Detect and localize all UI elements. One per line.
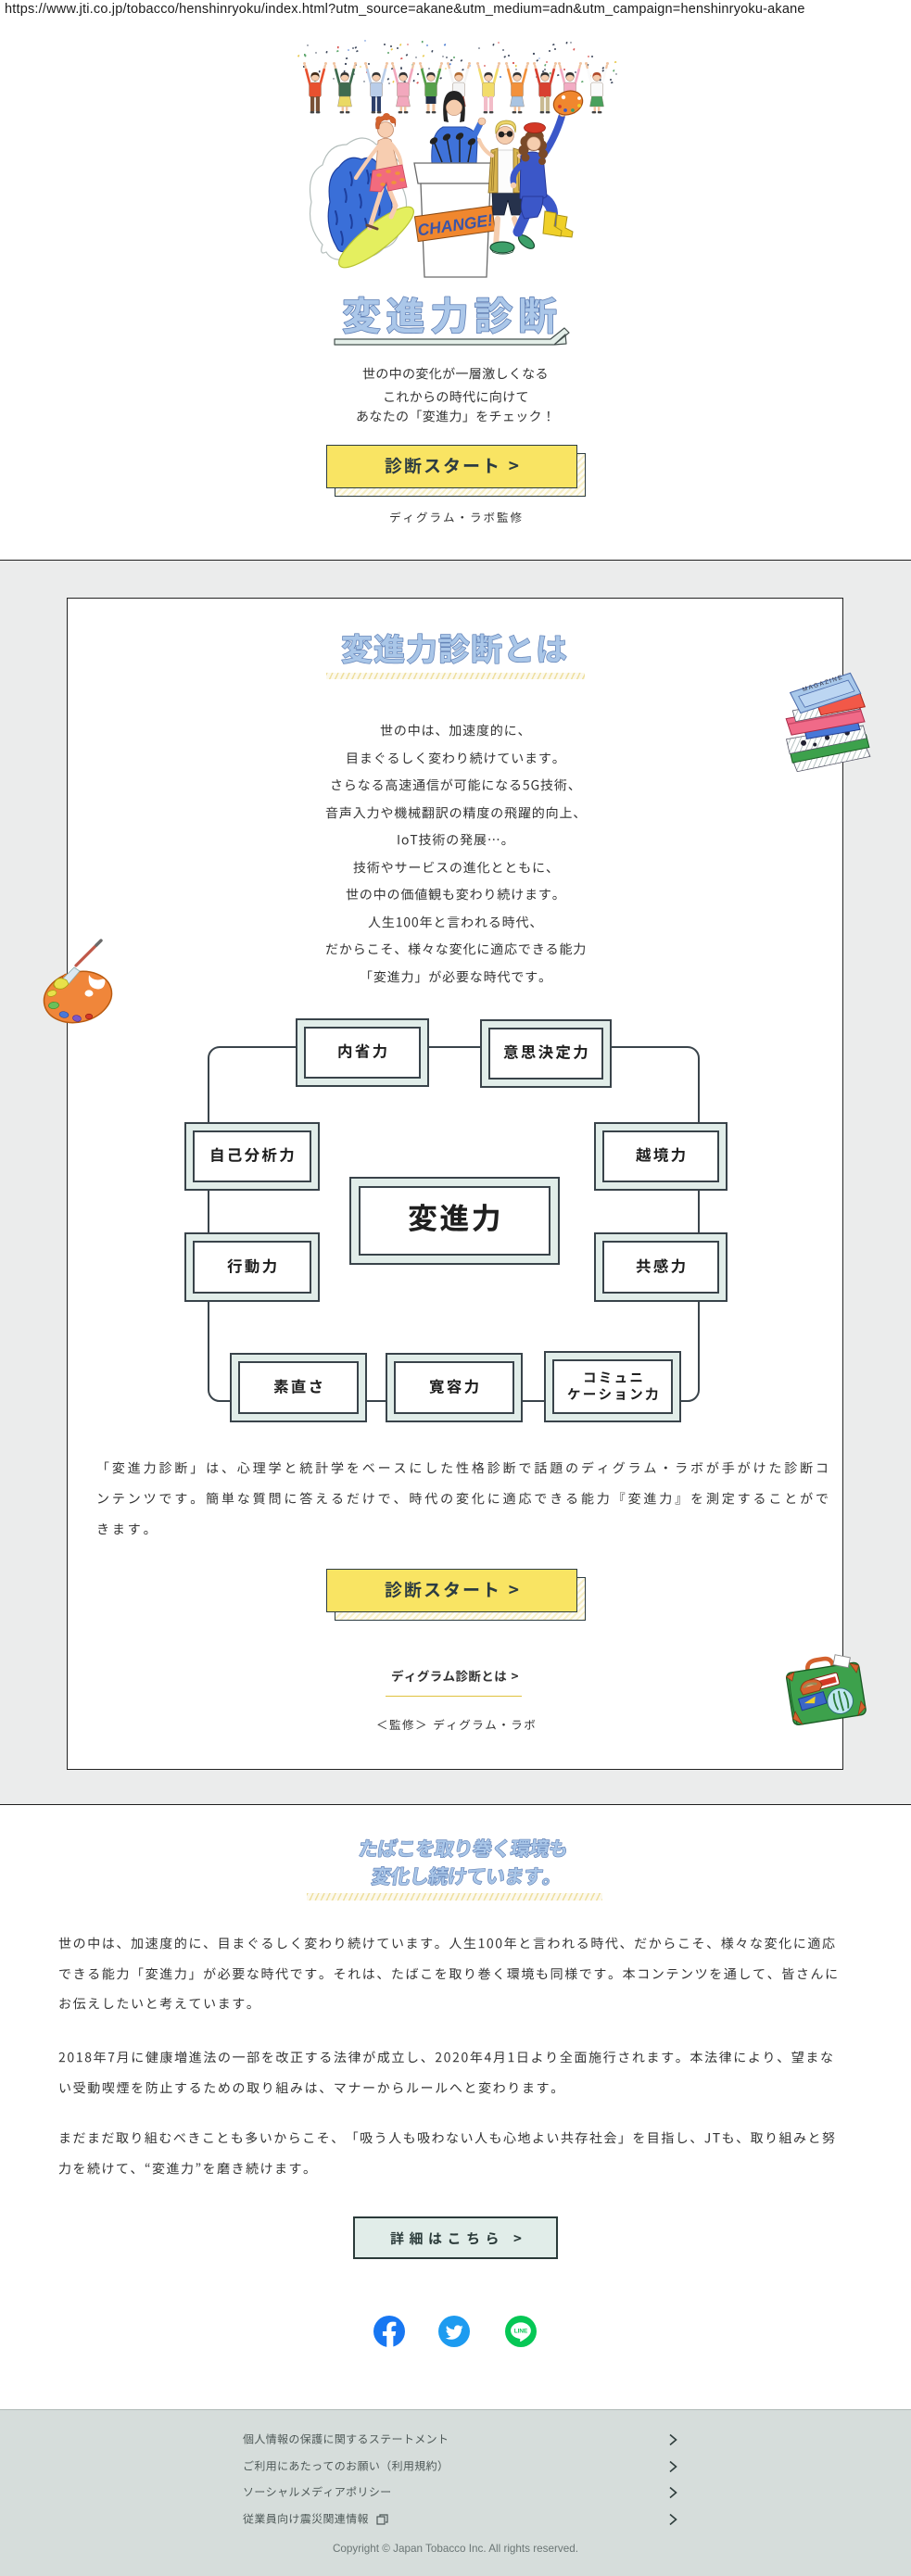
svg-text:LINE: LINE (514, 2329, 528, 2335)
